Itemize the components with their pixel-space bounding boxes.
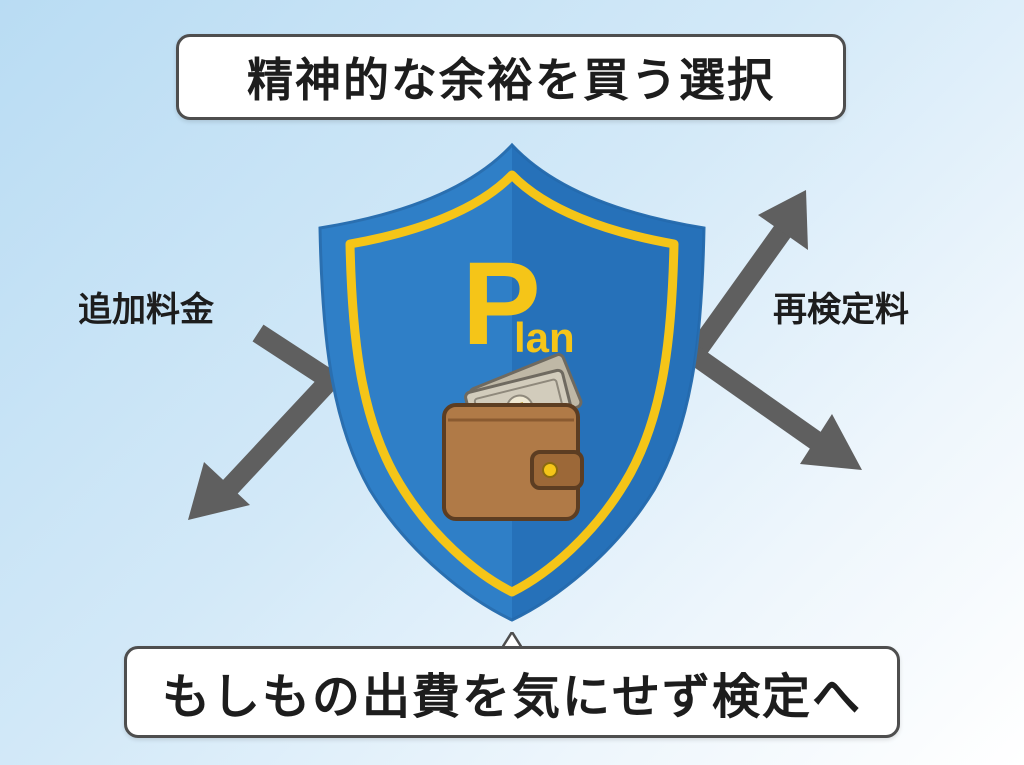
- wallet-icon: [442, 403, 584, 521]
- caption-box: もしもの出費を気にせず検定へ: [124, 646, 900, 738]
- right-up-arrow-icon: [685, 190, 808, 361]
- right-down-arrow-icon: [688, 346, 862, 470]
- logo-text: lan: [514, 314, 575, 361]
- title-box: 精神的な余裕を買う選択: [176, 34, 846, 120]
- left-cost-label: 追加料金: [78, 290, 214, 330]
- caption-text: もしもの出費を気にせず検定へ: [161, 669, 862, 725]
- page-title: 精神的な余裕を買う選択: [247, 53, 775, 107]
- right-cost-label: 再検定料: [773, 290, 909, 330]
- logo-letter: P: [462, 238, 541, 370]
- left-deflect-arrow-icon: [188, 324, 346, 520]
- plan-logo: P lan: [462, 238, 575, 370]
